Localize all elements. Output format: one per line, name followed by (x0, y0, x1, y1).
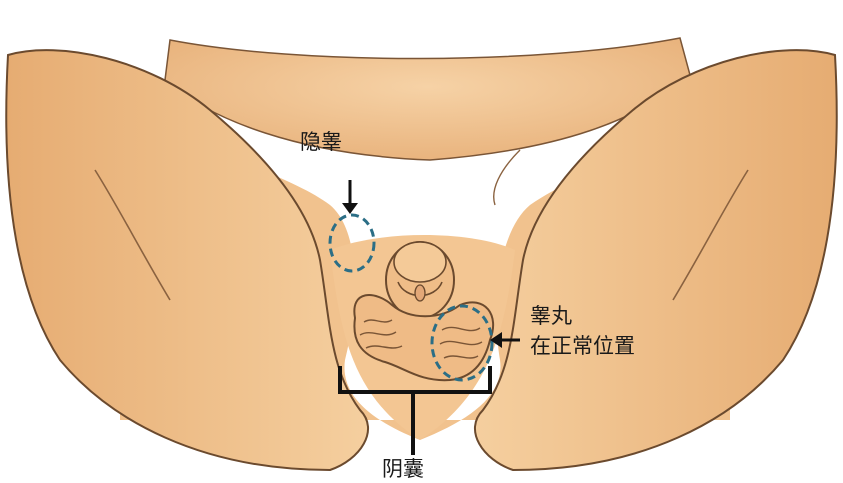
normal-testis-label-line2: 在正常位置 (530, 332, 635, 360)
penis (386, 242, 454, 318)
undescended-testis-label: 隐睾 (300, 128, 342, 156)
scrotum-label: 阴囊 (382, 455, 424, 483)
undescended-arrow-head (342, 203, 358, 214)
normal-testis-label-line1: 睾丸 (530, 302, 572, 330)
